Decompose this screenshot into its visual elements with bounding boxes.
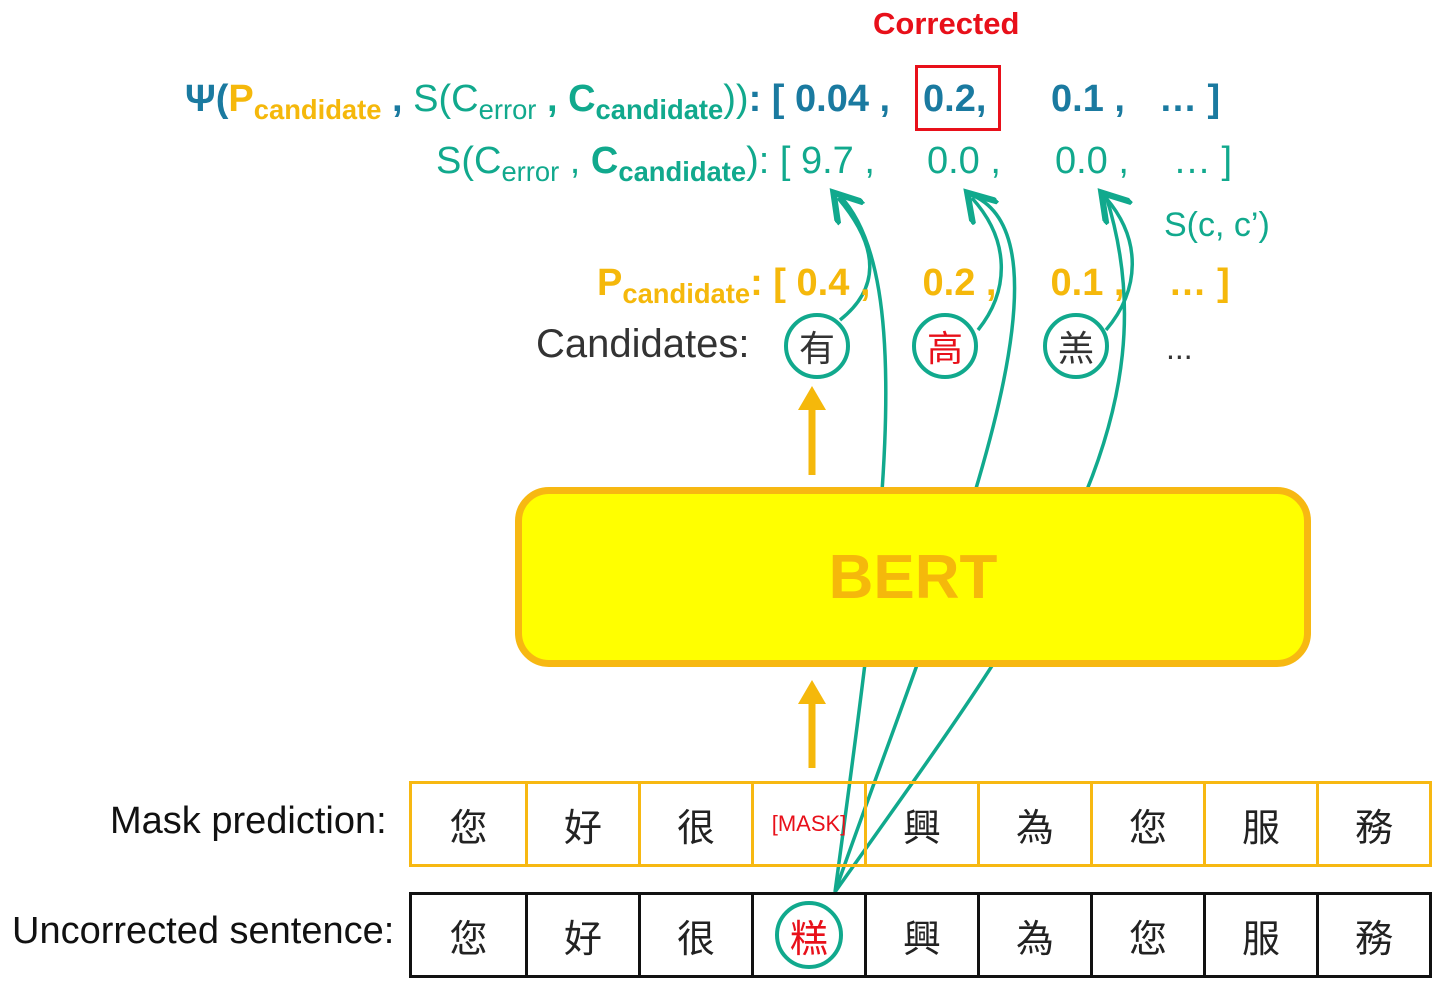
s-value-1: 9.7 , xyxy=(800,140,875,182)
mask-token: 好 xyxy=(525,784,638,864)
curve-candidate-3-to-score xyxy=(1106,198,1134,332)
p-value-3: 0.1 , xyxy=(1050,262,1125,304)
error-subscript: error xyxy=(478,94,537,126)
mask-token: 興 xyxy=(864,784,977,864)
corrected-label: Corrected xyxy=(873,6,1020,41)
s-open: S(C xyxy=(413,78,479,120)
sentence-token: 很 xyxy=(638,895,751,975)
mask-token: 服 xyxy=(1203,784,1316,864)
sentence-token: 興 xyxy=(864,895,977,975)
psi-value-4: … ] xyxy=(1159,78,1221,120)
mask-token: 您 xyxy=(449,805,488,850)
curve-error-to-score-2 xyxy=(833,194,1017,893)
psi-value-3: 0.1 , xyxy=(1051,78,1125,120)
candidates-label: Candidates: xyxy=(536,322,750,366)
sentence-token: 好 xyxy=(525,895,638,975)
c-symbol: C xyxy=(590,140,619,182)
sentence-token: 服 xyxy=(1203,895,1316,975)
sentence-token: 為 xyxy=(977,895,1090,975)
candidate-circle-3: 羔 xyxy=(1043,313,1109,379)
candidates-ellipsis: ... xyxy=(1166,330,1193,366)
psi-value-2: 0.2, xyxy=(923,78,987,120)
mask-token-masked: [MASK] xyxy=(751,784,864,864)
candidate-subscript: candidate xyxy=(618,156,747,188)
similarity-score-row: S(Cerror , Ccandidate): [ 9.7 , 0.0 , 0.0 … xyxy=(436,140,1232,188)
candidate-circle-1: 有 xyxy=(784,313,850,379)
mask-token: 很 xyxy=(638,784,751,864)
mask-token: 您 xyxy=(1090,784,1203,864)
psi-value-1: 0.04 , xyxy=(795,78,891,120)
sentence-token: 您 xyxy=(449,916,488,961)
s-value-3: 0.0 , xyxy=(1054,140,1129,182)
candidate-subscript: candidate xyxy=(595,94,724,126)
s-close: ): [ xyxy=(746,140,791,182)
s-value-2: 0.0 , xyxy=(926,140,1001,182)
mask-token-row: 您 好 很 [MASK] 興 為 您 服 務 xyxy=(409,781,1432,867)
mask-token: 務 xyxy=(1316,784,1429,864)
p-colon: : [ xyxy=(750,262,786,304)
error-token-cell: 糕 xyxy=(751,895,864,975)
arrow-up-bert-to-candidates xyxy=(798,386,826,475)
p-value-4: … ] xyxy=(1168,262,1230,304)
p-subscript: candidate xyxy=(253,94,382,126)
mask-token: 為 xyxy=(977,784,1090,864)
curve-candidate-2-to-score xyxy=(972,198,1004,332)
error-subscript: error xyxy=(501,156,560,188)
psi-score-row: Ψ(Pcandidate , S(Cerror , Ccandidate)): … xyxy=(185,78,1220,126)
corrected-highlight-box xyxy=(915,65,1001,131)
s-comma: , xyxy=(559,140,591,182)
probability-row: Pcandidate: [ 0.4 , 0.2 , 0.1 , … ] xyxy=(597,262,1230,310)
s-value-4: … ] xyxy=(1172,140,1233,182)
similarity-function-label: S(c, c’) xyxy=(1164,206,1270,244)
arrow-up-mask-to-bert xyxy=(798,680,826,768)
curve-error-to-score-1 xyxy=(833,194,888,893)
p-symbol: P xyxy=(597,262,623,304)
psi-symbol: Ψ( xyxy=(185,78,229,120)
curve-candidate-1-to-score xyxy=(838,198,872,322)
p-subscript: candidate xyxy=(622,278,751,310)
candidate-circle-2: 高 xyxy=(912,313,978,379)
error-token: 糕 xyxy=(775,901,843,969)
sentence-token: 務 xyxy=(1316,895,1429,975)
psi-close-paren: )) xyxy=(723,78,749,120)
mask-prediction-label: Mask prediction: xyxy=(110,800,387,842)
p-value-1: 0.4 , xyxy=(796,262,871,304)
p-symbol: P xyxy=(228,78,254,120)
bert-model-box: BERT xyxy=(515,487,1311,667)
p-value-2: 0.2 , xyxy=(922,262,997,304)
s-open: S(C xyxy=(436,140,502,182)
bert-label: BERT xyxy=(828,542,998,612)
psi-comma-2: , xyxy=(536,78,569,120)
psi-colon: : [ xyxy=(748,78,785,120)
uncorrected-sentence-label: Uncorrected sentence: xyxy=(12,910,395,952)
uncorrected-token-row: 您 好 很 糕 興 為 您 服 務 xyxy=(409,892,1432,978)
c-symbol: C xyxy=(568,78,596,120)
sentence-token: 您 xyxy=(1090,895,1203,975)
psi-comma-1: , xyxy=(381,78,414,120)
